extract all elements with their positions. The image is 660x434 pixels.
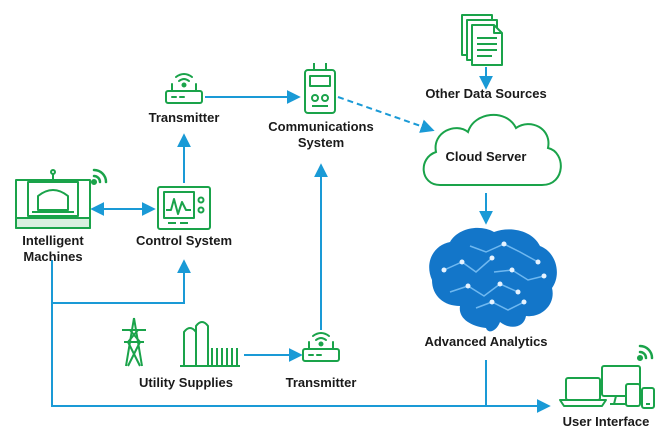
label-intelligent-machines: Intelligent Machines [8, 233, 98, 265]
label-control-system: Control System [135, 233, 233, 248]
label-communications-line2: System [297, 135, 345, 150]
tanks-icon [180, 321, 240, 367]
label-transmitter-top: Transmitter [148, 110, 220, 125]
label-transmitter-bottom: Transmitter [285, 375, 357, 390]
label-communications-line1: Communications [268, 119, 374, 134]
arrow-machines-to-ui-bus [51, 303, 551, 413]
label-utility-supplies: Utility Supplies [139, 375, 233, 390]
label-cloud-server: Cloud Server [445, 149, 527, 164]
connectors [51, 67, 551, 413]
wifi-router-icon [165, 73, 203, 104]
radio-device-icon [304, 63, 336, 114]
label-machines-line2: Machines [23, 249, 83, 264]
arrow-comms-to-cloud [337, 96, 435, 133]
documents-icon [461, 14, 503, 66]
label-other-data-sources: Other Data Sources [425, 86, 547, 101]
arrow-machines-to-control-bus [51, 259, 191, 304]
power-tower-icon [122, 317, 146, 367]
devices-icon [559, 365, 655, 409]
wifi-router-icon-bottom [302, 332, 340, 362]
machine-wifi-icon [90, 168, 108, 186]
label-communications-system: Communications System [262, 119, 380, 151]
monitor-icon [157, 186, 211, 230]
label-machines-line1: Intelligent [22, 233, 84, 248]
ui-wifi-icon [636, 344, 654, 362]
cloud-icon [422, 113, 562, 186]
label-advanced-analytics: Advanced Analytics [424, 334, 548, 349]
label-user-interface: User Interface [562, 414, 650, 429]
brain-icon [429, 227, 557, 332]
machine-icon [15, 169, 91, 229]
